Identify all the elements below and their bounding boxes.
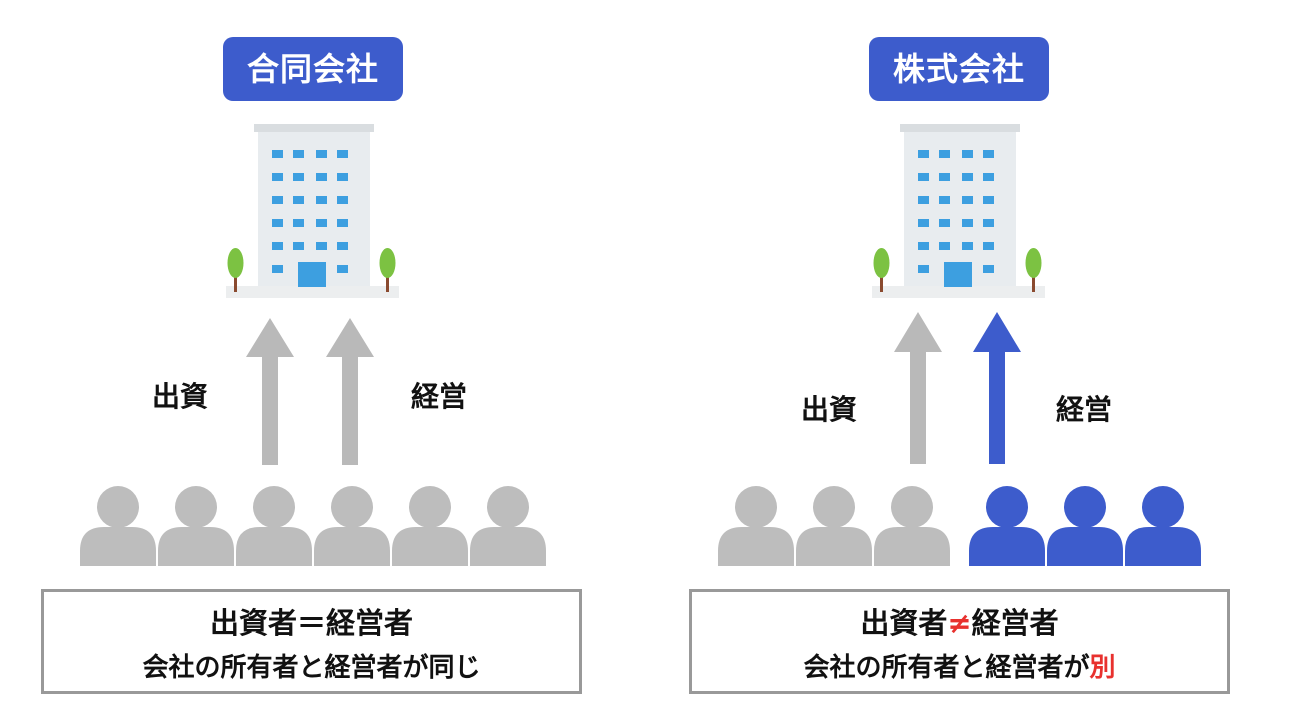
summary-heading: 出資者≠経営者 bbox=[692, 600, 1227, 642]
invest-label: 出資 bbox=[801, 393, 858, 426]
person-icon bbox=[314, 486, 390, 566]
heading-part: 経営者 bbox=[971, 606, 1059, 640]
person-icon bbox=[392, 486, 468, 566]
person-icon bbox=[470, 486, 546, 566]
summary-box: 出資者＝経営者 会社の所有者と経営者が同じ bbox=[41, 589, 582, 694]
heading-part: 経営者 bbox=[326, 606, 414, 640]
heading-part: 出資者 bbox=[860, 606, 948, 640]
tree-icon bbox=[1025, 248, 1042, 292]
person-icon bbox=[969, 486, 1045, 566]
building-icon bbox=[872, 124, 1045, 298]
panel-title: 株式会社 bbox=[869, 37, 1049, 101]
not-equal-sign: ≠ bbox=[947, 606, 972, 640]
person-icon bbox=[1125, 486, 1201, 566]
summary-heading: 出資者＝経営者 bbox=[44, 600, 579, 642]
summary-box: 出資者≠経営者 会社の所有者と経営者が別 bbox=[689, 589, 1230, 694]
summary-text-highlight: 別 bbox=[1089, 653, 1116, 683]
heading-part: 出資者 bbox=[209, 606, 297, 640]
tree-icon bbox=[873, 248, 890, 292]
person-icon bbox=[874, 486, 950, 566]
llc-illustration bbox=[80, 124, 546, 566]
manage-label: 経営 bbox=[411, 380, 468, 413]
equal-sign: ＝ bbox=[296, 606, 326, 640]
tree-icon bbox=[227, 248, 244, 292]
summary-text-main: 会社の所有者と経営者が同じ bbox=[142, 653, 481, 683]
invest-label: 出資 bbox=[152, 380, 209, 413]
person-icon bbox=[1047, 486, 1123, 566]
llc-panel: 合同会社 bbox=[0, 0, 649, 726]
person-icon bbox=[718, 486, 794, 566]
person-icon bbox=[796, 486, 872, 566]
person-icon bbox=[236, 486, 312, 566]
summary-text-main: 会社の所有者と経営者が bbox=[803, 653, 1090, 683]
person-icon bbox=[80, 486, 156, 566]
corporation-panel: 株式会社 bbox=[650, 0, 1299, 726]
building-icon bbox=[226, 124, 399, 298]
manage-label: 経営 bbox=[1056, 393, 1113, 426]
invest-arrow bbox=[246, 318, 294, 465]
summary-text: 会社の所有者と経営者が別 bbox=[692, 647, 1227, 684]
person-icon bbox=[158, 486, 234, 566]
summary-text: 会社の所有者と経営者が同じ bbox=[44, 647, 579, 684]
manage-arrow bbox=[326, 318, 374, 465]
corporation-illustration bbox=[718, 124, 1201, 566]
invest-arrow bbox=[894, 312, 942, 464]
panel-title: 合同会社 bbox=[223, 37, 403, 101]
manage-arrow bbox=[973, 312, 1021, 464]
tree-icon bbox=[379, 248, 396, 292]
